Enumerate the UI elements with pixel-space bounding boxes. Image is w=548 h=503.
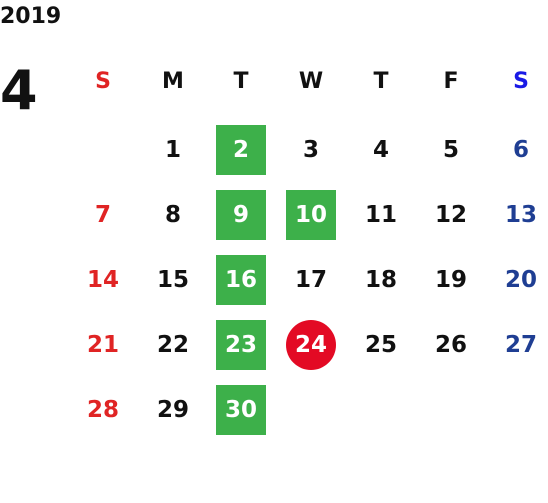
day-cell[interactable]: 29	[156, 397, 189, 423]
day-cell[interactable]: 25	[364, 332, 397, 358]
day-cell[interactable]: 5	[442, 137, 459, 163]
day-cell-saturday[interactable]: 27	[504, 332, 537, 358]
day-cell-highlighted[interactable]: 9	[216, 190, 266, 240]
year-label: 2019	[0, 4, 62, 29]
day-cell[interactable]: 11	[364, 202, 397, 228]
weekday-mon: M	[162, 68, 184, 94]
day-cell-highlighted[interactable]: 10	[286, 190, 336, 240]
day-cell-sunday[interactable]: 28	[86, 397, 119, 423]
month-label: 4	[0, 59, 38, 122]
weekday-wed: W	[298, 68, 324, 94]
day-cell-sunday[interactable]: 7	[94, 202, 111, 228]
weekday-sun: S	[95, 68, 111, 94]
day-cell-today[interactable]: 24	[286, 320, 336, 370]
weekday-thu: T	[373, 68, 389, 94]
day-cell[interactable]: 26	[434, 332, 467, 358]
day-cell[interactable]: 4	[372, 137, 389, 163]
day-cell[interactable]: 17	[294, 267, 327, 293]
day-cell-highlighted[interactable]: 30	[216, 385, 266, 435]
day-cell-saturday[interactable]: 6	[512, 137, 529, 163]
day-cell-sunday[interactable]: 21	[86, 332, 119, 358]
day-cell[interactable]: 19	[434, 267, 467, 293]
day-cell-saturday[interactable]: 13	[504, 202, 537, 228]
day-cell[interactable]: 8	[164, 202, 181, 228]
day-cell-sunday[interactable]: 14	[86, 267, 119, 293]
day-cell-highlighted[interactable]: 16	[216, 255, 266, 305]
weekday-tue: T	[233, 68, 249, 94]
day-cell[interactable]: 1	[164, 137, 181, 163]
day-cell-highlighted[interactable]: 2	[216, 125, 266, 175]
day-cell[interactable]: 12	[434, 202, 467, 228]
weekday-fri: F	[443, 68, 459, 94]
day-cell[interactable]: 22	[156, 332, 189, 358]
day-cell-saturday[interactable]: 20	[504, 267, 537, 293]
day-cell[interactable]: 18	[364, 267, 397, 293]
weekday-sat: S	[513, 68, 529, 94]
day-cell[interactable]: 3	[302, 137, 319, 163]
day-cell-highlighted[interactable]: 23	[216, 320, 266, 370]
day-cell[interactable]: 15	[156, 267, 189, 293]
